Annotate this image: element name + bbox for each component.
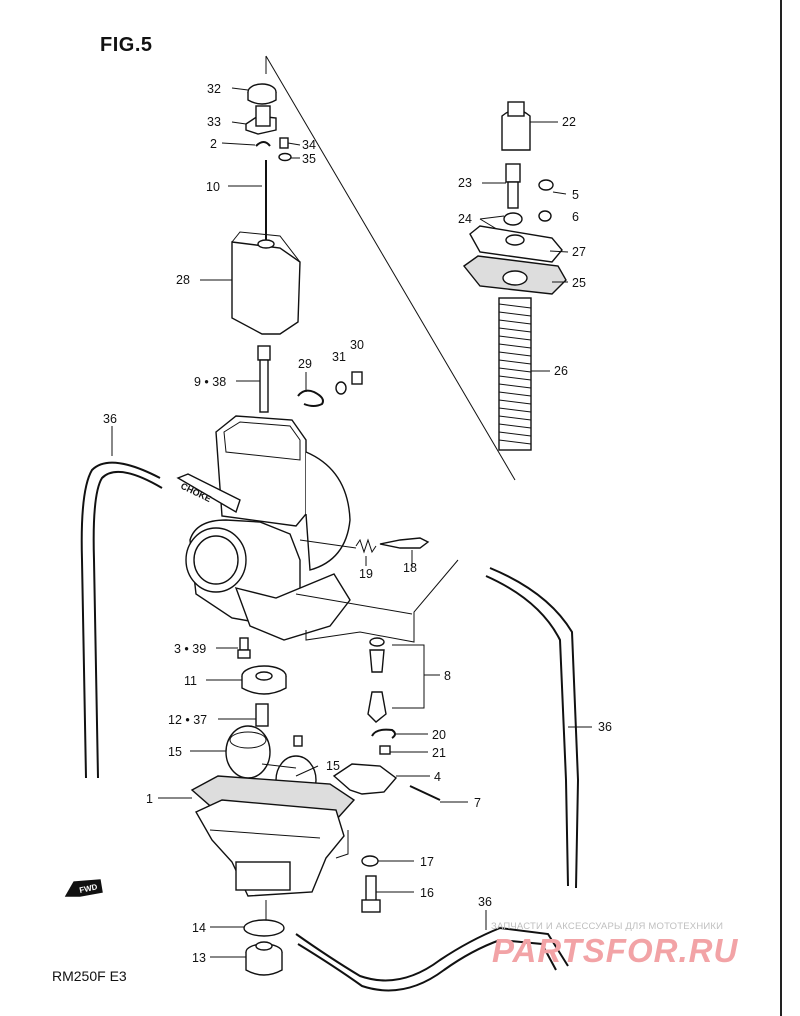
part-30-screw	[351, 371, 363, 385]
part-1-float-bowl	[158, 775, 356, 897]
part-16-bolt	[361, 875, 414, 913]
label-9-38: 9 • 38	[194, 375, 226, 389]
label-17: 17	[420, 855, 434, 869]
label-16: 16	[420, 886, 434, 900]
part-25-gasket	[462, 255, 568, 295]
label-32: 32	[207, 82, 221, 96]
model-code: RM250F E3	[52, 968, 127, 984]
part-33-holder	[231, 105, 277, 135]
part-10-needle	[228, 160, 267, 245]
label-33: 33	[207, 115, 221, 129]
label-2: 2	[210, 137, 217, 151]
label-6: 6	[572, 210, 579, 224]
part-22-cap	[501, 101, 558, 151]
label-36-bottom: 36	[478, 895, 492, 909]
label-15-right: 15	[326, 759, 340, 773]
part-15-float-left	[190, 725, 271, 779]
label-19: 19	[359, 567, 373, 581]
part-17-washer	[361, 855, 414, 867]
part-23-adjuster	[482, 163, 521, 209]
label-29: 29	[298, 357, 312, 371]
part-27-plate	[469, 225, 569, 263]
label-27: 27	[572, 245, 586, 259]
part-8-float-valve	[367, 637, 440, 723]
part-2-clip	[221, 141, 271, 147]
part-26-spring	[498, 297, 550, 451]
label-20: 20	[432, 728, 446, 742]
part-28-throttle-valve	[200, 231, 301, 335]
label-28: 28	[176, 273, 190, 287]
label-30: 30	[350, 338, 364, 352]
label-31: 31	[332, 350, 346, 364]
label-26: 26	[554, 364, 568, 378]
part-9-38-needle-jet	[236, 345, 271, 413]
part-34-screw	[279, 137, 301, 149]
label-36-right: 36	[598, 720, 612, 734]
label-18: 18	[403, 561, 417, 575]
fwd-text: FWD	[79, 882, 99, 895]
callout-labels: 32 33 2 34 35 10 28 9 • 38 29 31 30 36 2…	[103, 82, 612, 965]
label-13: 13	[192, 951, 206, 965]
label-12-37: 12 • 37	[168, 713, 207, 727]
label-3-39: 3 • 39	[174, 642, 206, 656]
label-22: 22	[562, 115, 576, 129]
part-20-clip	[371, 728, 428, 739]
label-36-left: 36	[103, 412, 117, 426]
watermark-tagline: ЗАПЧАСТИ И АКСЕССУАРЫ ДЛЯ МОТОТЕХНИКИ	[491, 921, 724, 932]
label-21: 21	[432, 746, 446, 760]
label-1: 1	[146, 792, 153, 806]
label-11: 11	[184, 674, 197, 688]
part-36-hose-right	[485, 567, 592, 889]
label-35: 35	[302, 152, 316, 166]
part-5-screw	[538, 179, 567, 195]
label-25: 25	[572, 276, 586, 290]
label-23: 23	[458, 176, 472, 190]
float-pin-small	[293, 735, 303, 747]
part-11-baffle	[206, 665, 287, 695]
label-34: 34	[302, 138, 316, 152]
part-36-hose-left	[80, 426, 163, 779]
fwd-arrow: FWD	[64, 879, 103, 897]
part-3-39-main-jet	[216, 637, 251, 659]
part-6-washer	[538, 210, 552, 222]
watermark-brand: PARTSFOR.RU	[492, 932, 739, 969]
label-4: 4	[434, 770, 441, 784]
part-12-37-pilot-jet	[218, 703, 269, 727]
part-32-cap	[231, 83, 277, 105]
label-24: 24	[458, 212, 472, 226]
label-14: 14	[192, 921, 206, 935]
page-border	[780, 0, 782, 1016]
part-31-washer	[335, 381, 347, 395]
part-7-pin	[409, 785, 468, 803]
part-19-spring	[355, 538, 377, 566]
part-36-hose-bottom	[295, 910, 569, 992]
part-14-o-ring	[210, 919, 285, 937]
label-5: 5	[572, 188, 579, 202]
carburetor-body	[185, 415, 413, 641]
part-13-drain-plug	[210, 941, 283, 976]
label-7: 7	[474, 796, 481, 810]
part-18-idle-screw	[379, 537, 430, 566]
figure-title: FIG.5	[100, 34, 153, 56]
label-8: 8	[444, 669, 451, 683]
label-10: 10	[206, 180, 220, 194]
label-15-left: 15	[168, 745, 182, 759]
part-29-clip	[297, 372, 324, 407]
part-21-screw	[379, 745, 428, 755]
part-4-float-arm	[332, 763, 430, 795]
part-35-washer	[278, 152, 300, 162]
